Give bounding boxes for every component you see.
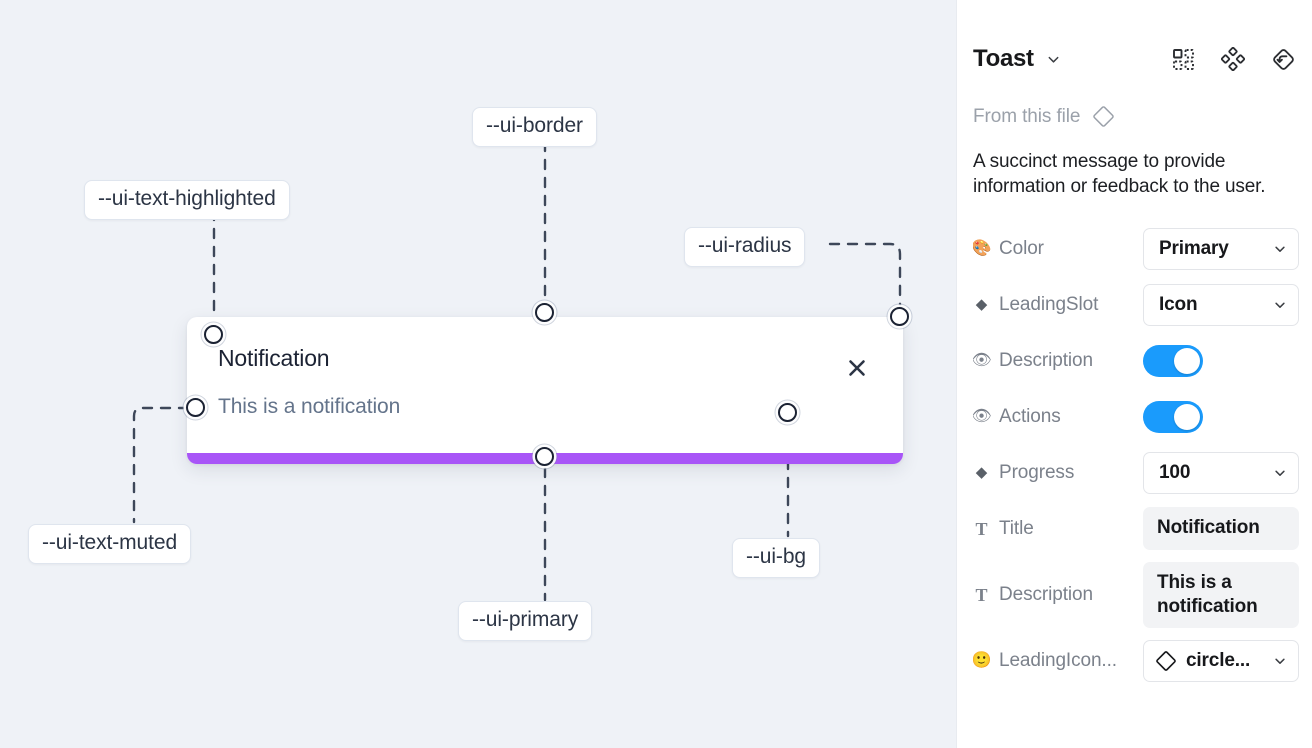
handle-ui-text-highlighted[interactable] [204,325,223,344]
handle-ui-border[interactable] [535,303,554,322]
leadingicon-select-value: circle... [1186,650,1251,672]
diamond-filled-icon: ◆ [975,464,988,482]
toggle-knob [1174,347,1200,374]
annotation-pill-ui-text-highlighted[interactable]: --ui-text-highlighted [84,180,290,220]
property-label-progress: ◆ Progress [973,462,1143,484]
component-grid-icon[interactable] [1172,48,1195,71]
annotation-pill-ui-bg[interactable]: --ui-bg [732,538,820,578]
property-label-text: Description [999,583,1093,605]
annotation-pill-ui-border[interactable]: --ui-border [472,107,597,147]
panel-title: Toast [973,45,1034,72]
property-label-text: Progress [999,461,1075,483]
component-description: A succinct message to provide informatio… [973,151,1266,198]
property-label-title: T Title [973,518,1143,540]
property-label-leadingicon: 🙂 LeadingIcon... [973,650,1143,672]
annotation-pill-ui-text-muted[interactable]: --ui-text-muted [28,524,192,564]
property-label-text: LeadingIcon... [999,650,1117,672]
property-row-color: 🎨 Color Primary [973,226,1299,272]
color-select-value: Primary [1159,237,1229,259]
panel-header: Toast [973,31,1296,87]
description-text-input[interactable]: This is a notification [1143,561,1299,629]
property-row-progress: ◆ Progress 100 [973,450,1299,496]
palette-emoji-icon: 🎨 [973,239,992,257]
title-text-input[interactable]: Notification [1143,507,1299,550]
from-this-file-row[interactable]: From this file [973,105,1296,128]
toast-description: This is a notification [218,395,401,418]
property-label-description-toggle: 👁 Description [973,350,1143,372]
property-label-actions-toggle: 👁 Actions [973,406,1143,428]
property-row-description-text: T Description This is a notification [973,561,1299,629]
annotation-pill-ui-radius[interactable]: --ui-radius [684,227,806,267]
property-list: 🎨 Color Primary [973,226,1299,685]
progress-select[interactable]: 100 [1143,451,1299,494]
toggle-knob [1174,403,1200,430]
property-label-description-text: T Description [973,584,1143,606]
actions-toggle[interactable] [1143,400,1203,433]
property-label-text: Color [999,237,1044,259]
property-row-leadingslot: ◆ LeadingSlot Icon [973,282,1299,328]
diamond-outline-icon [1155,650,1177,672]
chevron-down-icon [1273,654,1287,668]
leadingicon-select[interactable]: circle... [1143,640,1299,683]
annotation-connectors [132,140,902,602]
property-row-title: T Title Notification [973,506,1299,552]
close-x-icon[interactable] [844,355,870,381]
property-row-actions-toggle: 👁 Actions [973,394,1296,440]
property-label-color: 🎨 Color [973,238,1143,260]
text-type-icon: T [975,518,988,539]
handle-ui-primary[interactable] [535,447,554,466]
chevron-down-icon[interactable] [1046,52,1061,67]
property-label-text: Title [999,517,1034,539]
variants-diamond-dots-icon[interactable] [1221,47,1245,71]
design-canvas[interactable]: Notification This is a notification --ui… [0,0,956,748]
property-row-description-toggle: 👁 Description [973,338,1296,384]
toast-title: Notification [218,345,330,371]
chevron-down-icon [1273,242,1287,256]
property-label-text: Actions [999,405,1061,427]
property-row-leadingicon: 🙂 LeadingIcon... circle... [973,638,1299,684]
panel-header-actions [1172,47,1296,72]
handle-ui-radius[interactable] [890,307,909,326]
property-label-leadingslot: ◆ LeadingSlot [973,294,1143,316]
color-select[interactable]: Primary [1143,227,1299,270]
diamond-filled-icon: ◆ [975,296,988,314]
toast-component-preview[interactable]: Notification This is a notification [187,317,903,464]
eye-emoji-icon: 👁 [973,407,992,425]
description-toggle[interactable] [1143,344,1203,377]
chevron-down-icon [1273,298,1287,312]
leadingslot-select-value: Icon [1159,293,1198,315]
handle-ui-text-muted[interactable] [186,398,205,417]
progress-select-value: 100 [1159,461,1191,483]
property-label-text: LeadingSlot [999,293,1099,315]
chevron-down-icon [1273,466,1287,480]
smiley-emoji-icon: 🙂 [973,652,992,670]
diamond-outline-icon [1092,105,1115,128]
reset-instance-icon[interactable] [1271,47,1296,72]
annotation-pill-ui-primary[interactable]: --ui-primary [458,601,593,641]
property-label-text: Description [999,349,1093,371]
handle-ui-bg[interactable] [778,403,797,422]
properties-panel: Toast [956,0,1312,748]
text-type-icon: T [975,584,988,605]
leadingslot-select[interactable]: Icon [1143,283,1299,326]
from-this-file-label: From this file [973,105,1081,127]
eye-emoji-icon: 👁 [973,351,992,369]
